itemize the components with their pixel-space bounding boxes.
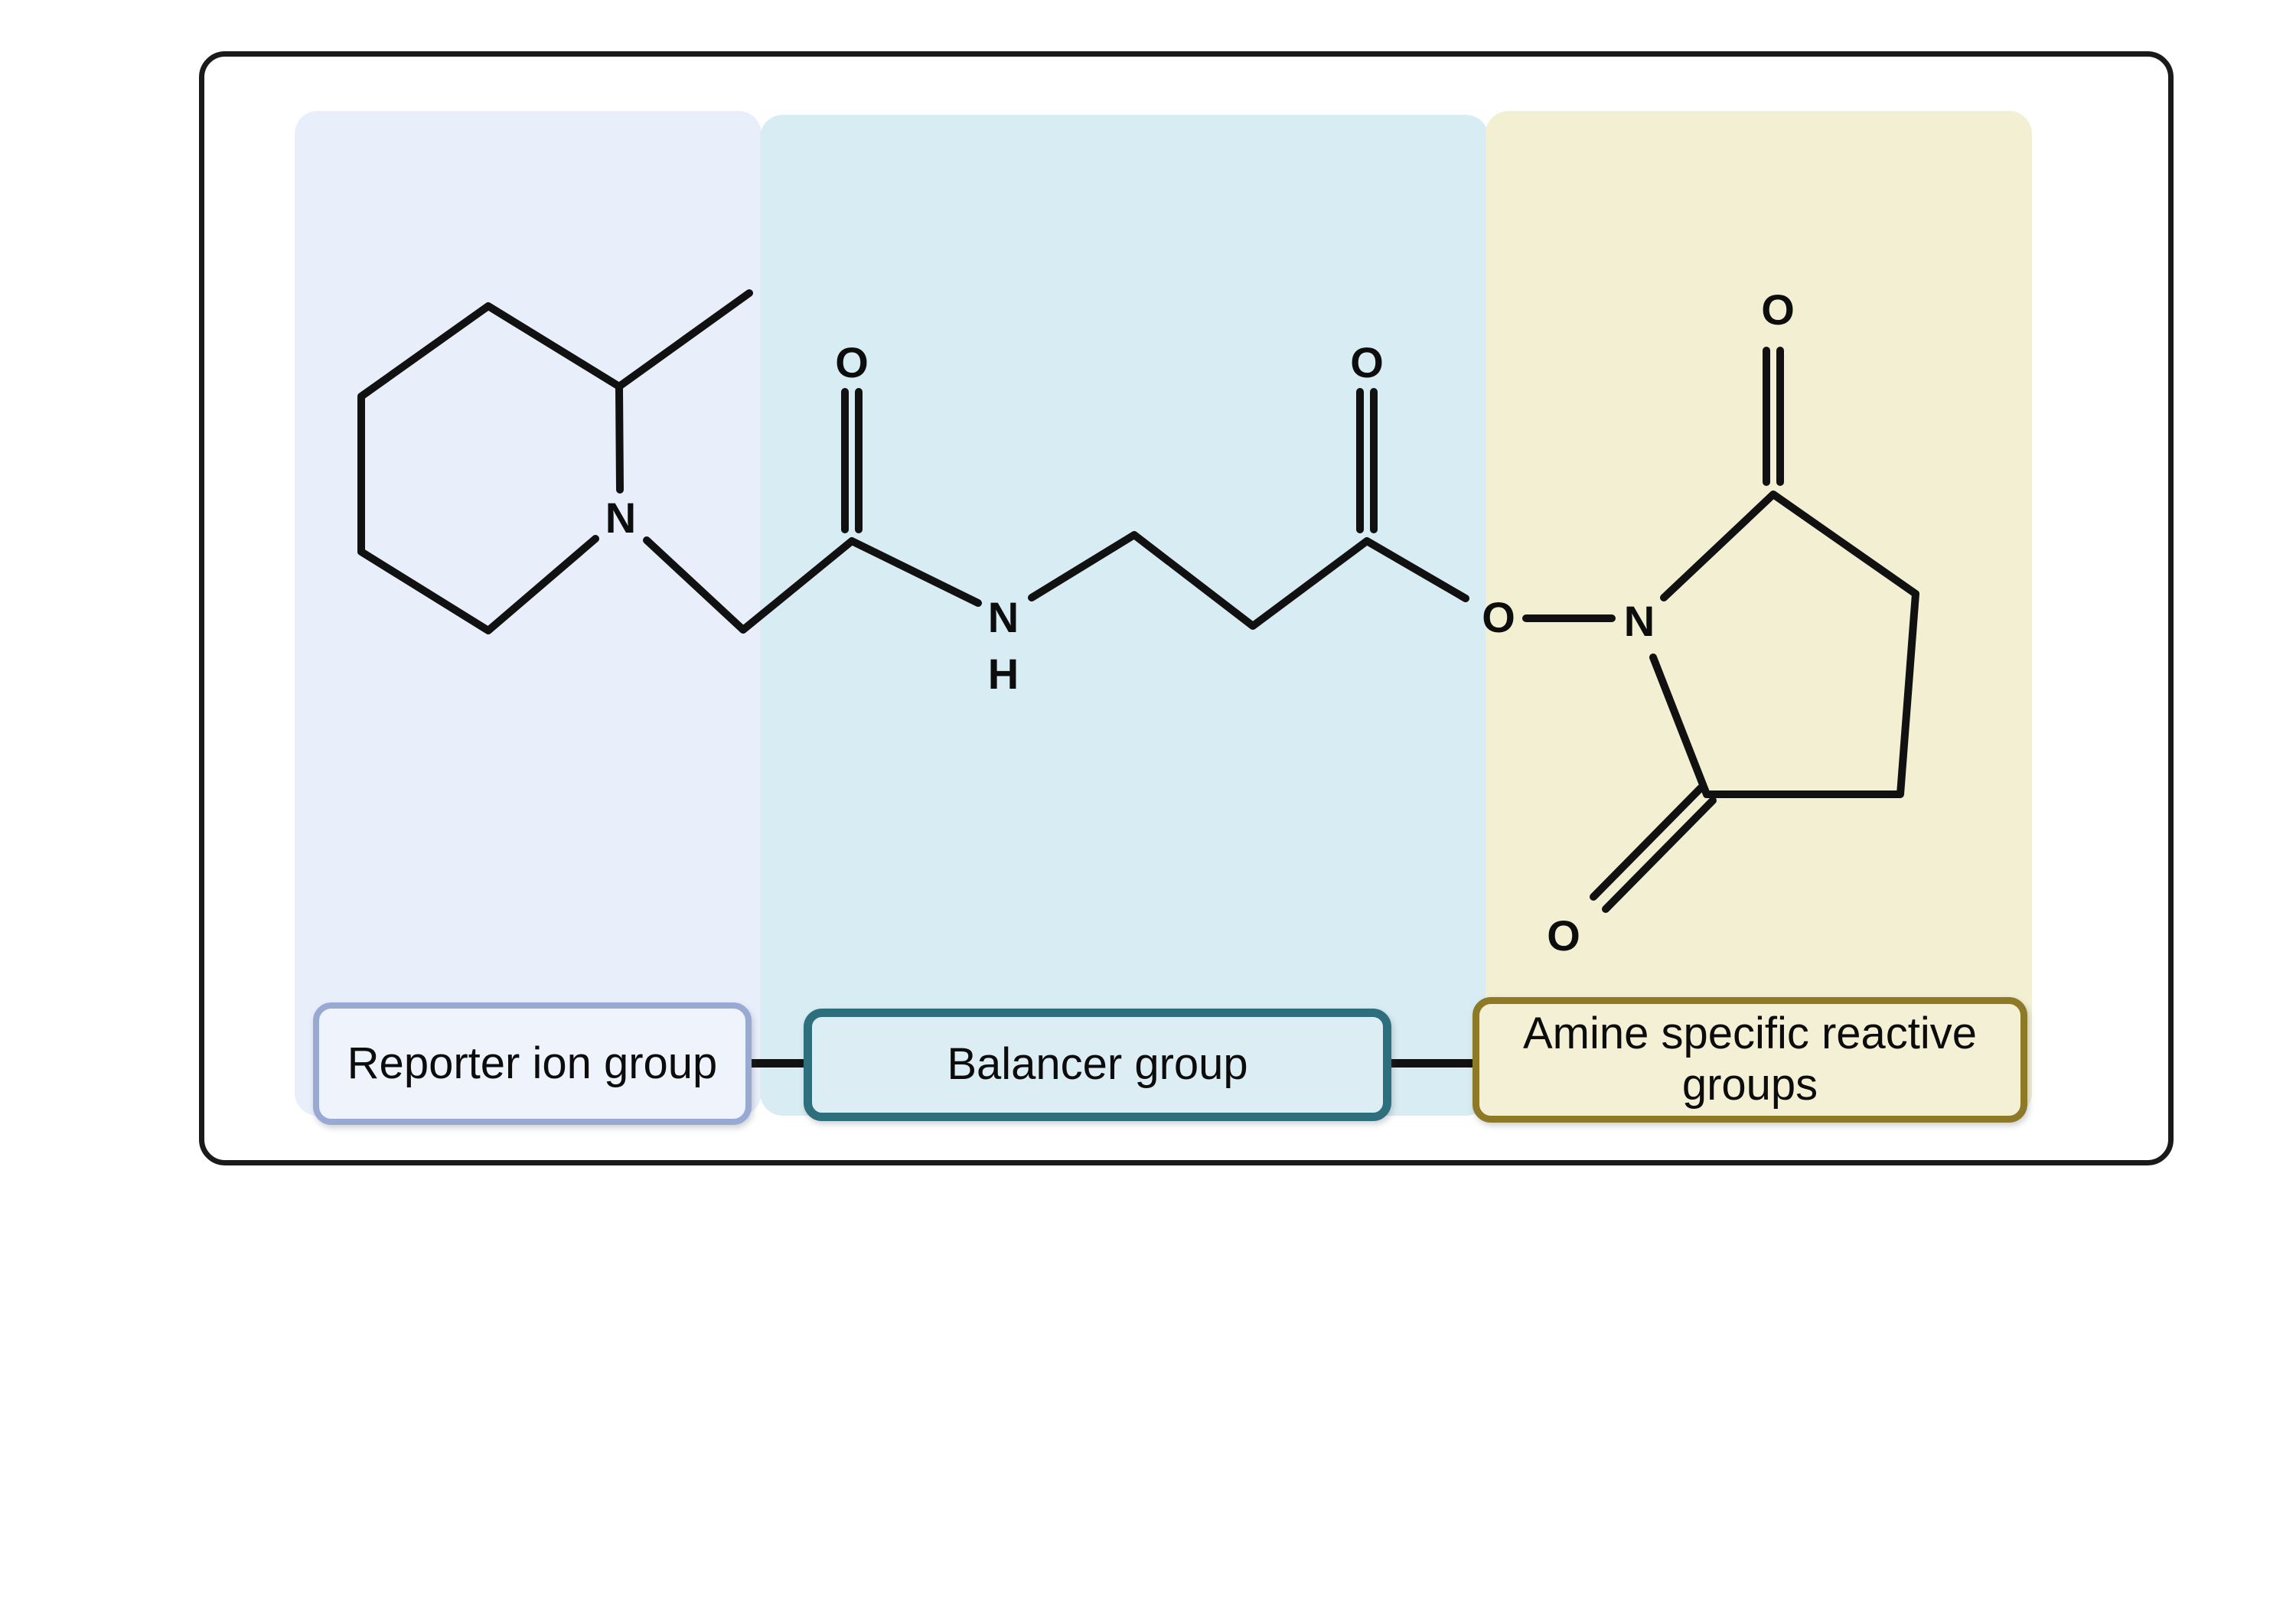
atom-label-amide-h: H xyxy=(988,650,1019,698)
amine-group-label: Amine specific reactive groups xyxy=(1522,1009,1978,1110)
label-box-amine: Amine specific reactive groups xyxy=(1473,997,2027,1123)
atom-label-ester-bridge-o: O xyxy=(1482,593,1515,641)
methyl-bond xyxy=(615,289,753,390)
atom-label-amide-n: N xyxy=(988,593,1019,641)
atom-label-piperidine-n: N xyxy=(605,494,636,542)
amine-group-panel xyxy=(1486,111,2032,1116)
nhs-bottom-carbonyl-double-bond xyxy=(1602,797,1717,913)
label-box-reporter: Reporter ion group xyxy=(313,1002,752,1125)
connector-line-balancer-amine xyxy=(1390,1059,1474,1068)
atom-label-ester-carbonyl-o: O xyxy=(1350,338,1384,386)
chain-bonds-left xyxy=(643,536,982,634)
piperidine-ring-bonds xyxy=(357,302,624,634)
atom-label-nhs-bottom-o: O xyxy=(1547,911,1580,960)
chain-bonds-right xyxy=(1028,531,1469,630)
connector-line-reporter-balancer xyxy=(750,1059,805,1068)
nhs-bottom-carbonyl-double-bond xyxy=(1590,784,1704,901)
atom-label-nhs-top-o: O xyxy=(1761,285,1795,334)
nhs-ring-bonds xyxy=(1649,491,1919,798)
label-box-balancer: Balancer group xyxy=(804,1009,1391,1121)
atom-label-amide-o: O xyxy=(835,338,869,386)
balancer-group-panel xyxy=(760,115,1489,1116)
reporter-group-label: Reporter ion group xyxy=(347,1038,718,1088)
atom-label-nhs-n: N xyxy=(1624,597,1655,645)
reporter-group-panel xyxy=(295,111,762,1116)
balancer-group-label: Balancer group xyxy=(947,1039,1248,1090)
